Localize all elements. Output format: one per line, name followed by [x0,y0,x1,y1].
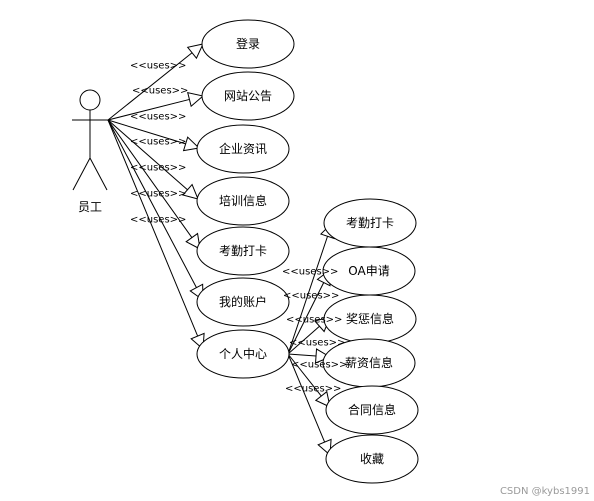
use-case-center-label: 个人中心 [219,346,267,361]
relation-label-s-contract: <<uses>> [291,360,347,371]
use-case-s-contract[interactable]: 合同信息 [325,385,419,435]
actor-label: 员工 [78,200,102,214]
relation-label-s-fav: <<uses>> [285,384,341,395]
relation-label-checkin: <<uses>> [130,163,186,174]
actor-left-leg [72,157,91,191]
use-case-s-reward-label: 奖惩信息 [346,311,394,326]
use-case-checkin-shape [196,226,290,276]
relation-center-s-salary [287,348,332,364]
relation-actor-news [107,119,201,152]
use-case-checkin-label: 考勤打卡 [219,244,267,258]
relation-actor-notice [107,91,205,121]
relation-actor-login [107,43,204,121]
use-case-s-checkin[interactable]: 考勤打卡 [323,198,417,248]
use-case-account-shape [196,277,290,327]
use-case-notice[interactable]: 网站公告 [201,71,295,121]
use-case-account-label: 我的账户 [219,294,267,309]
use-case-center[interactable]: 个人中心 [196,329,290,379]
use-case-s-fav-shape [325,434,419,484]
relation-center-s-contract [287,353,331,408]
relation-center-s-checkin [287,221,335,355]
use-case-s-fav-label: 收藏 [360,452,384,466]
actor-head [79,89,101,111]
use-case-s-salary-label: 薪资信息 [345,355,393,370]
use-case-s-fav[interactable]: 收藏 [325,434,419,484]
actor-employee [72,89,108,191]
relation-label-s-salary: <<uses>> [289,338,345,349]
actor-right-leg [89,157,108,191]
relation-label-login: <<uses>> [130,61,186,72]
use-case-login-label: 登录 [236,36,260,51]
relation-actor-training [107,119,199,200]
relation-label-s-checkin: <<uses>> [282,267,338,278]
use-case-s-oa[interactable]: OA申请 [322,246,416,296]
use-case-center-shape [196,329,290,379]
use-case-s-reward[interactable]: 奖惩信息 [323,294,417,344]
use-case-notice-shape [201,71,295,121]
use-case-news[interactable]: 企业资讯 [196,124,290,174]
use-case-checkin[interactable]: 考勤打卡 [196,226,290,276]
relation-label-notice: <<uses>> [132,86,188,97]
use-case-news-label: 企业资讯 [219,141,267,156]
use-case-login-shape [201,19,295,69]
relation-label-s-oa: <<uses>> [283,291,339,302]
use-case-training[interactable]: 培训信息 [196,176,290,226]
use-case-s-contract-shape [325,385,419,435]
relation-label-news: <<uses>> [130,112,186,123]
relation-labels: <<uses>> <<uses>> <<uses>> <<uses>> <<uses>>… [130,61,347,395]
use-case-training-shape [196,176,290,226]
relation-label-training: <<uses>> [130,137,186,148]
use-case-s-checkin-label: 考勤打卡 [346,216,394,230]
use-case-s-oa-label: OA申请 [348,264,389,278]
use-case-s-salary[interactable]: 薪资信息 [322,338,416,388]
use-case-training-label: 培训信息 [219,193,267,208]
watermark: CSDN @kybs1991 [499,486,590,497]
use-case-notice-label: 网站公告 [224,89,272,103]
use-case-s-contract-label: 合同信息 [348,402,396,417]
relation-actor-checkin [107,119,201,250]
use-case-news-shape [196,124,290,174]
use-case-account[interactable]: 我的账户 [196,277,290,327]
use-case-login[interactable]: 登录 [201,19,295,69]
relation-label-account: <<uses>> [130,189,186,200]
relation-label-center: <<uses>> [130,215,186,226]
relation-label-s-reward: <<uses>> [286,315,342,326]
